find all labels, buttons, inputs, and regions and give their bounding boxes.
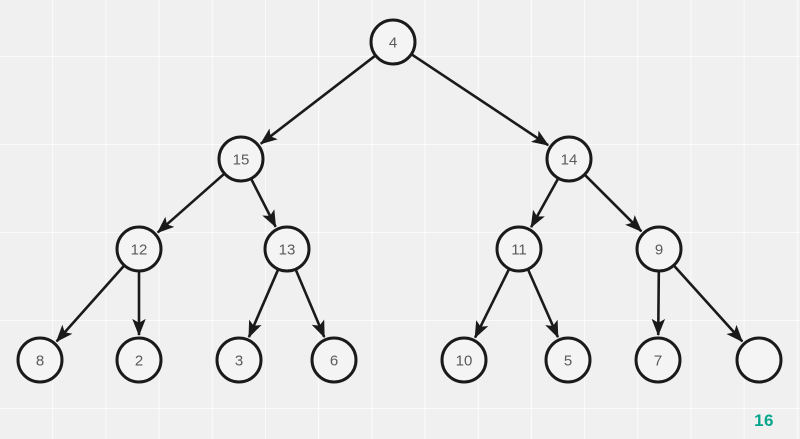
node-circle[interactable]: [369, 18, 417, 66]
edge-layer: [55, 53, 744, 343]
node-circle[interactable]: [310, 336, 358, 384]
node-label: 10: [456, 353, 473, 370]
tree-node-13[interactable]: 13: [263, 225, 311, 273]
node-label: 8: [36, 353, 44, 370]
tree-edge-n4-to-n14: [410, 53, 550, 147]
node-circle[interactable]: [545, 135, 593, 183]
tree-edge-n9-to-n7: [651, 270, 666, 337]
tree-edge-n11-to-n10: [473, 268, 511, 339]
node-label: 13: [279, 242, 296, 259]
node-circle[interactable]: [263, 225, 311, 273]
tree-node-5[interactable]: 5: [544, 336, 592, 384]
tree-node-7[interactable]: 7: [634, 336, 682, 384]
node-label: 14: [561, 152, 578, 169]
node-label: 4: [389, 35, 397, 52]
tree-node-3[interactable]: 3: [215, 336, 263, 384]
node-circle[interactable]: [115, 225, 163, 273]
tree-edge-n14-to-n11: [530, 177, 560, 229]
tree-edge-n13-to-n3: [247, 268, 280, 339]
tree-edge-n15-to-n13: [249, 177, 277, 228]
node-circle[interactable]: [215, 336, 263, 384]
node-circle[interactable]: [217, 135, 265, 183]
tree-node-8[interactable]: 8: [16, 336, 64, 384]
node-circle[interactable]: [440, 336, 488, 384]
tree-node-6[interactable]: 6: [310, 336, 358, 384]
node-circle[interactable]: [16, 336, 64, 384]
node-count-badge: 16: [754, 411, 774, 430]
tree-edge-n15-to-n12: [156, 172, 226, 234]
tree-edge-n9-to-nEmpty: [672, 264, 744, 343]
node-circle[interactable]: [115, 336, 163, 384]
tree-edge-n12-to-n8: [55, 264, 126, 343]
tree-node-14[interactable]: 14: [545, 135, 593, 183]
node-circle[interactable]: [735, 336, 783, 384]
node-label: 6: [330, 353, 338, 370]
node-circle[interactable]: [634, 336, 682, 384]
node-label: 12: [131, 242, 148, 259]
tree-node-11[interactable]: 11: [495, 225, 543, 273]
node-label: 15: [233, 152, 250, 169]
tree-edge-n11-to-n5: [526, 268, 560, 339]
tree-node-12[interactable]: 12: [115, 225, 163, 273]
tree-node-9[interactable]: 9: [635, 225, 683, 273]
tree-node-2[interactable]: 2: [115, 336, 163, 384]
tree-node-4[interactable]: 4: [369, 18, 417, 66]
tree-edge-n13-to-n6: [294, 268, 326, 338]
tree-edge-n4-to-n15: [259, 54, 377, 145]
node-label: 5: [564, 353, 572, 370]
node-label: 9: [655, 242, 663, 259]
tree-node-10[interactable]: 10: [440, 336, 488, 384]
node-circle[interactable]: [635, 225, 683, 273]
node-label: 11: [511, 242, 527, 259]
node-circle[interactable]: [495, 225, 543, 273]
tree-edge-n14-to-n9: [583, 173, 643, 233]
node-label: 7: [654, 353, 662, 370]
node-circle[interactable]: [544, 336, 592, 384]
tree-node-empty[interactable]: [735, 336, 783, 384]
node-layer: 4 15 14 12 13 11 9 8 2 3 6 10 5 7: [16, 18, 783, 384]
tree-node-15[interactable]: 15: [217, 135, 265, 183]
node-label: 3: [235, 353, 243, 370]
node-label: 2: [135, 353, 143, 370]
